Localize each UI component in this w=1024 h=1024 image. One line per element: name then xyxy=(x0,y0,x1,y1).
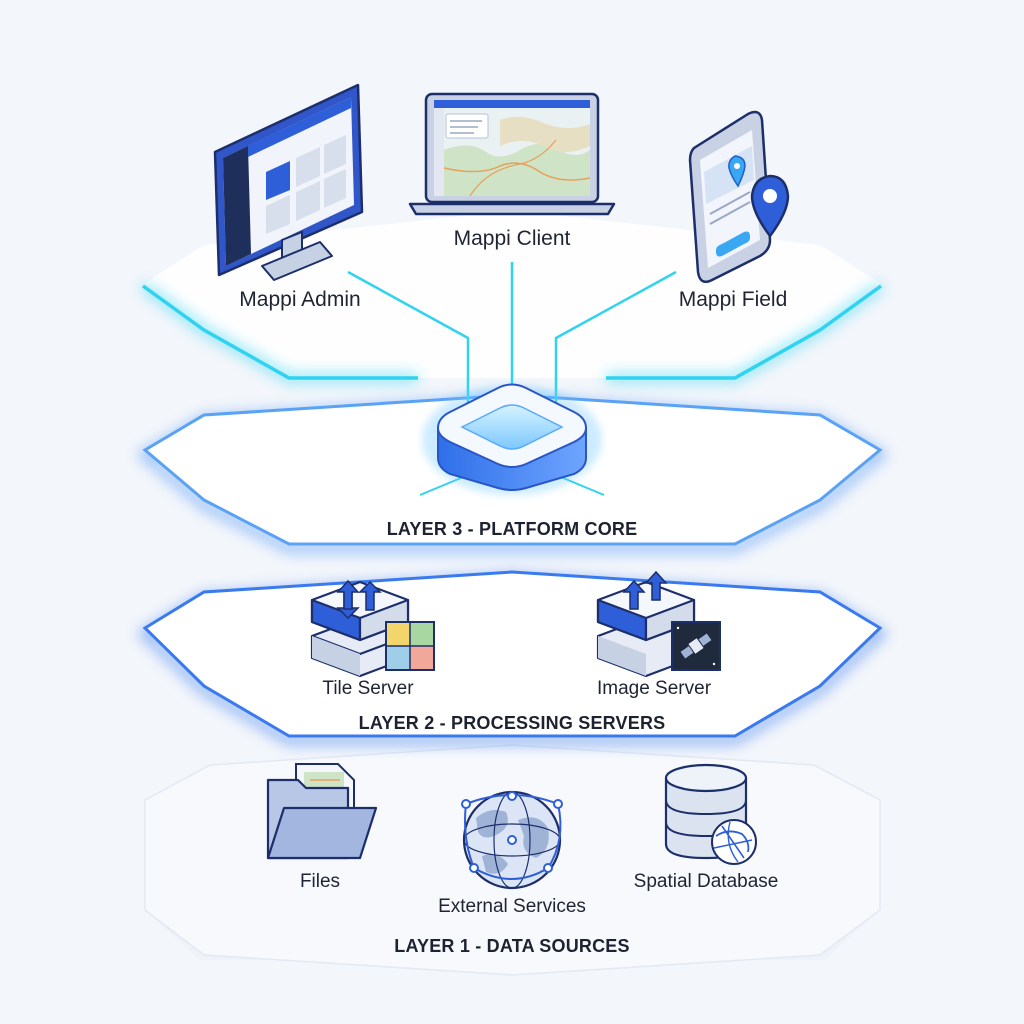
mobile-phone-pin-icon xyxy=(688,110,790,283)
laptop-map-icon xyxy=(408,92,616,216)
files-label: Files xyxy=(299,871,341,892)
database-icon xyxy=(664,763,757,865)
platform-core-hub-icon xyxy=(422,383,602,495)
tile-server-icon xyxy=(310,579,435,678)
folder-files-icon xyxy=(266,763,378,860)
image-server-label: Image Server xyxy=(596,678,712,699)
external-services-label: External Services xyxy=(438,896,586,917)
spatial-database-label: Spatial Database xyxy=(633,871,779,892)
layer-1-title: LAYER 1 - DATA SOURCES xyxy=(394,936,630,956)
desktop-monitor-icon xyxy=(213,83,364,281)
layer-3-title: LAYER 3 - PLATFORM CORE xyxy=(386,519,638,539)
mappi-client-label: Mappi Client xyxy=(453,227,571,250)
globe-network-icon xyxy=(461,790,563,890)
tile-server-label: Tile Server xyxy=(322,678,414,699)
image-server-icon xyxy=(596,570,721,678)
mappi-admin-label: Mappi Admin xyxy=(239,288,361,311)
mappi-field-label: Mappi Field xyxy=(678,288,788,311)
layer-2-title: LAYER 2 - PROCESSING SERVERS xyxy=(358,713,666,733)
